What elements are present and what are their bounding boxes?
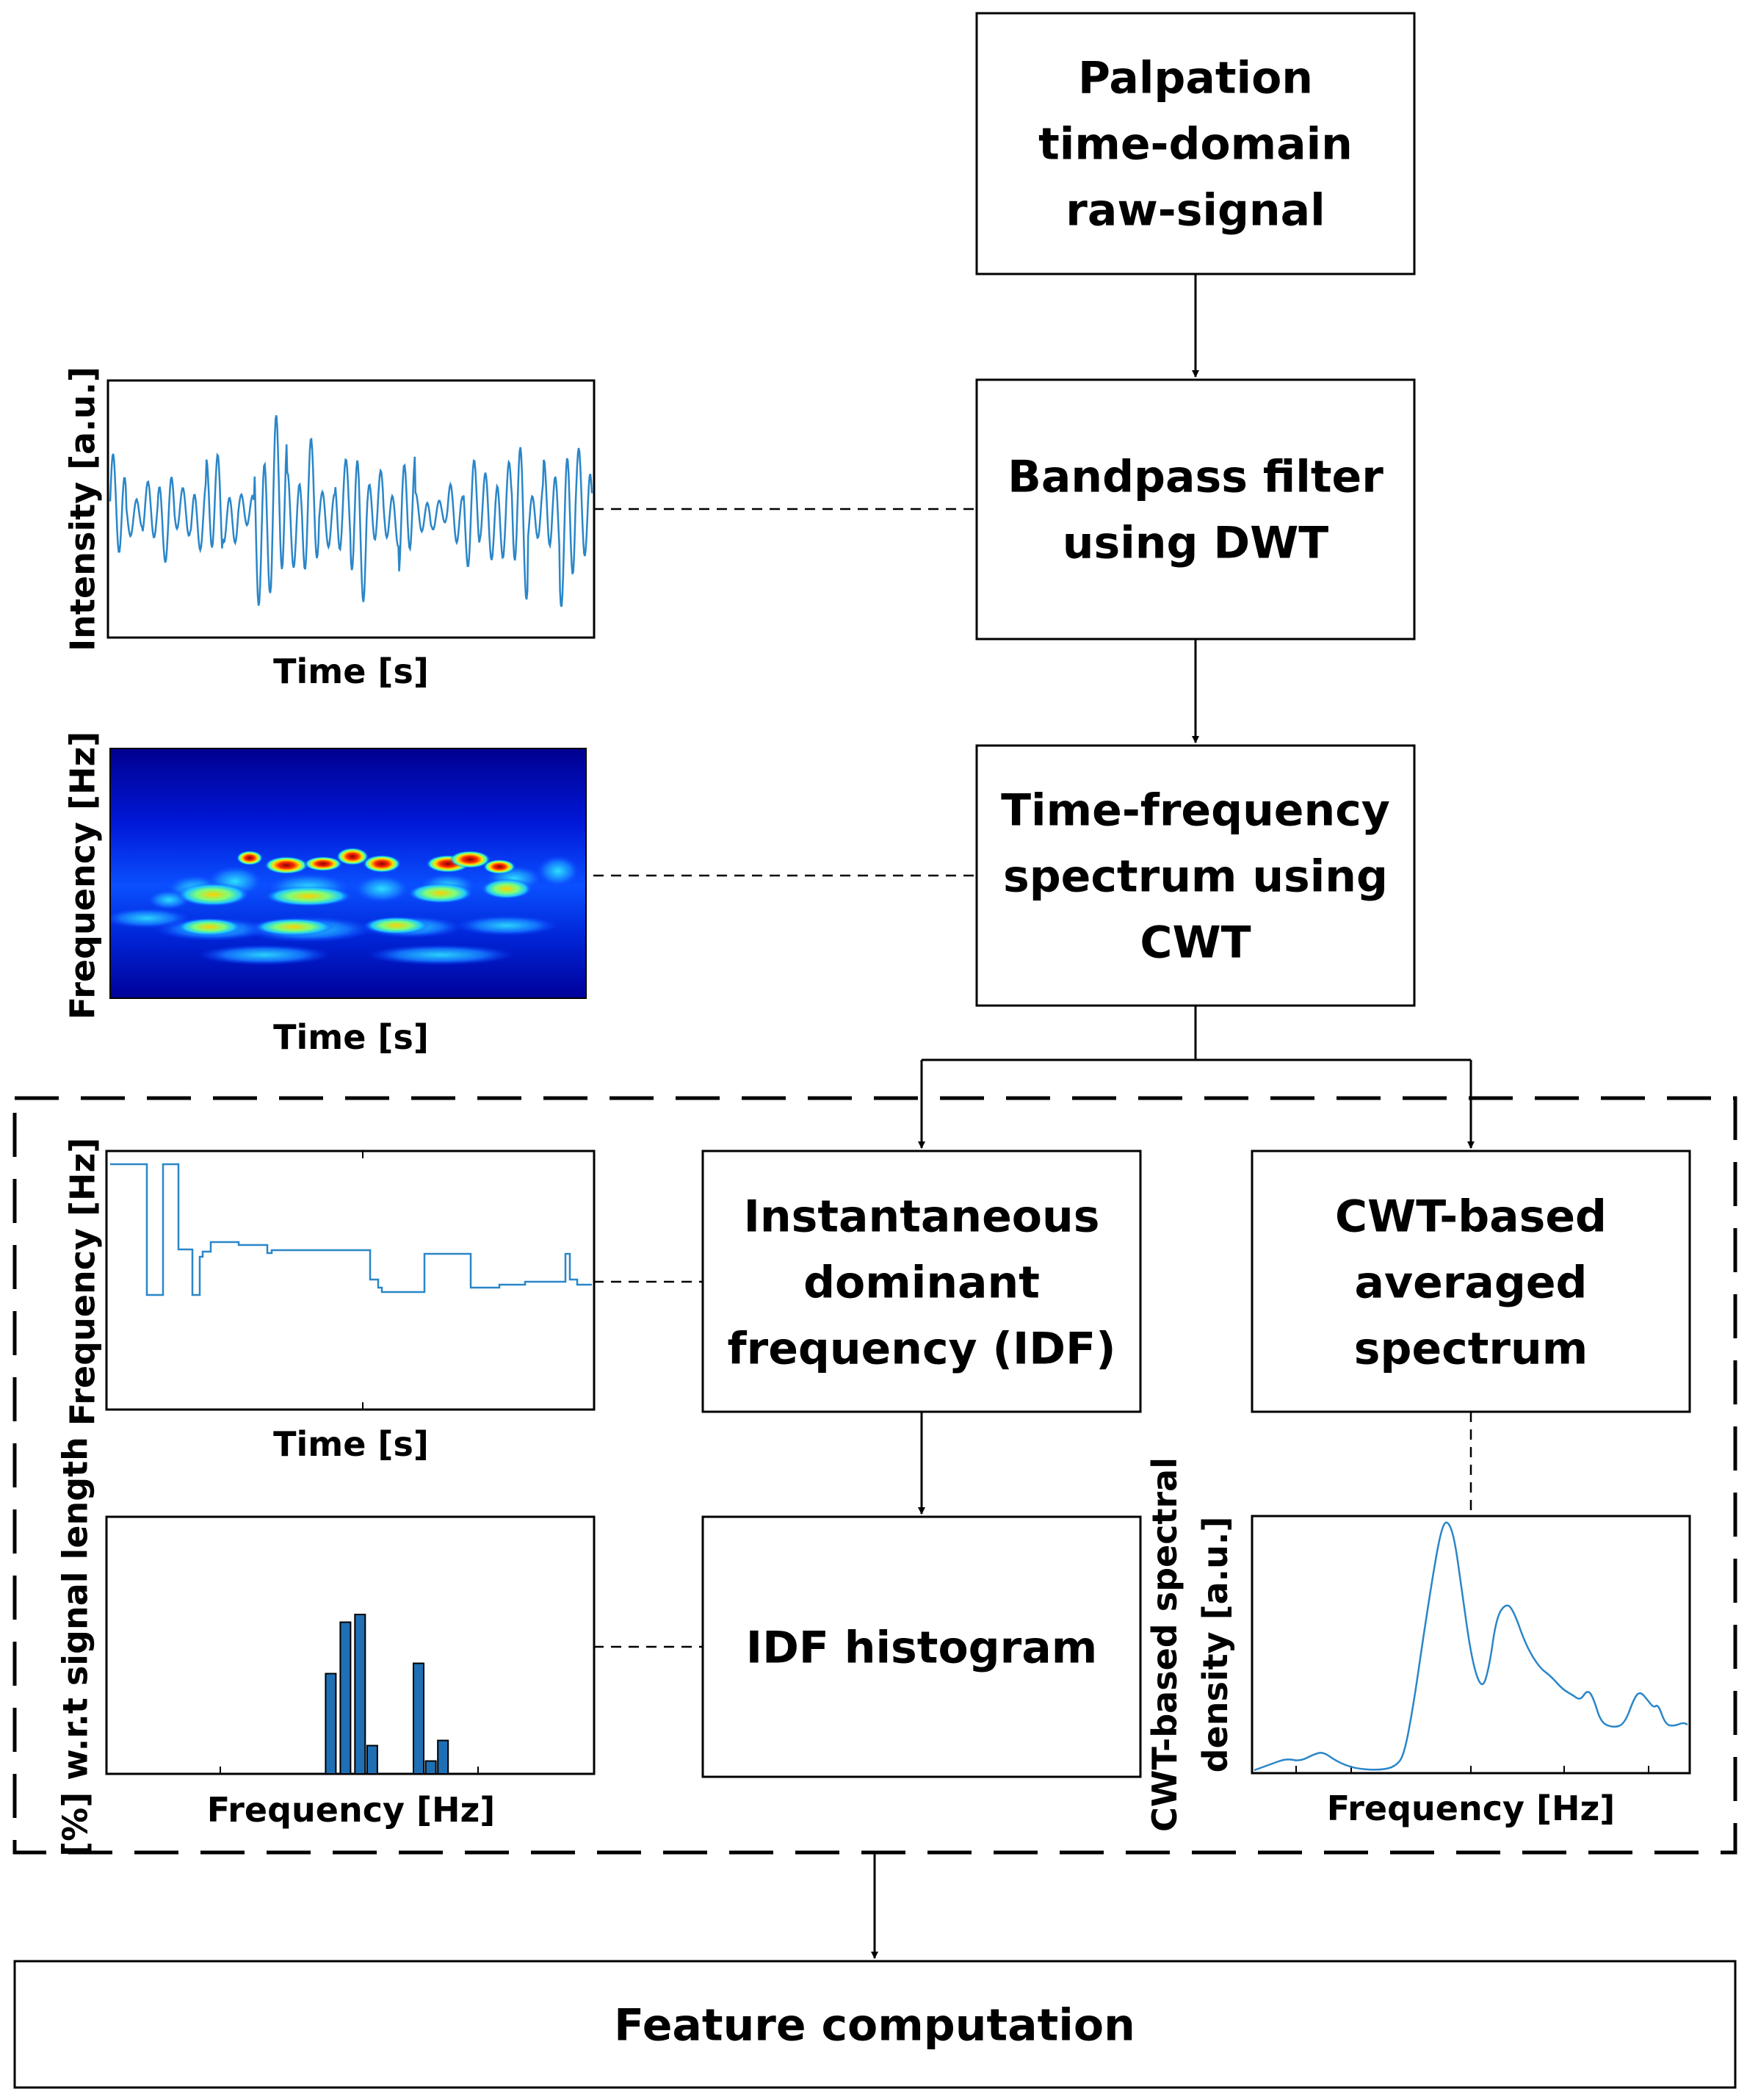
plot-scalogram: Time [s] Frequency [Hz]	[63, 732, 587, 1057]
histogram-bar	[339, 1621, 352, 1775]
label-line: Intensity [a.u.]	[63, 367, 103, 652]
label-line: Instantaneous	[744, 1191, 1100, 1243]
histogram-bar	[366, 1744, 378, 1775]
label-line: Frequency [Hz]	[63, 1138, 103, 1426]
box-raw-signal: Palpation time-domain raw-signal	[975, 12, 1416, 275]
spectrum-xlabel: Frequency [Hz]	[1327, 1789, 1616, 1828]
signal-trace	[109, 415, 593, 607]
histogram-ylabel: [%] w.r.t signal length	[56, 1437, 95, 1857]
plot-idf-histogram: Frequency [Hz] [%] w.r.t signal length	[56, 1437, 596, 1857]
histogram-bar	[424, 1760, 437, 1775]
box-idf-label: Instantaneous dominant frequency (IDF)	[728, 1191, 1116, 1375]
label-line: IDF histogram	[746, 1623, 1097, 1674]
histogram-bar	[413, 1662, 424, 1775]
label-line: CWT	[1140, 917, 1251, 969]
label-line: Time-frequency	[1001, 785, 1390, 837]
label-line: density [a.u.]	[1196, 1517, 1235, 1773]
label-line: time-domain	[1038, 119, 1353, 170]
label-line: frequency (IDF)	[728, 1324, 1116, 1375]
label-line: [%] w.r.t signal length	[56, 1437, 95, 1857]
histogram-bar	[325, 1673, 337, 1775]
box-idf-histogram-label: IDF histogram	[746, 1623, 1097, 1674]
label-line: Feature computation	[614, 2000, 1135, 2052]
label-line: CWT-based spectral	[1145, 1457, 1184, 1832]
idf-trace	[110, 1163, 592, 1296]
spectrum-trace	[1254, 1521, 1688, 1772]
box-idf-histogram: IDF histogram	[701, 1515, 1142, 1778]
box-averaged-spectrum-label: CWT-based averaged spectrum	[1335, 1191, 1607, 1375]
plot-idf-trace: Time [s] Frequency [Hz]	[63, 1138, 596, 1464]
label-line: Palpation	[1078, 53, 1313, 104]
scalogram-xlabel: Time [s]	[273, 1017, 429, 1057]
plot-filtered-signal: Time [s] Intensity [a.u.]	[63, 367, 596, 691]
label-line: spectrum using	[1003, 851, 1388, 903]
label-line: using DWT	[1063, 518, 1329, 569]
signal-xlabel: Time [s]	[273, 652, 429, 691]
box-raw-signal-label: Palpation time-domain raw-signal	[1038, 53, 1353, 237]
histogram-xlabel: Frequency [Hz]	[207, 1790, 496, 1830]
scalogram-ylabel: Frequency [Hz]	[63, 732, 103, 1020]
label-line: CWT-based	[1335, 1191, 1607, 1243]
label-line: spectrum	[1354, 1324, 1588, 1375]
label-line: dominant	[803, 1258, 1040, 1309]
label-line: raw-signal	[1066, 185, 1325, 237]
box-averaged-spectrum: CWT-based averaged spectrum	[1251, 1150, 1691, 1413]
spectrum-ylabel: CWT-based spectral density [a.u.]	[1145, 1457, 1235, 1832]
idf-ylabel: Frequency [Hz]	[63, 1138, 103, 1426]
connectors	[871, 274, 1475, 1959]
histogram-bars	[325, 1614, 449, 1775]
histogram-bar	[437, 1739, 449, 1775]
signal-ylabel: Intensity [a.u.]	[63, 367, 103, 652]
label-line: Bandpass filter	[1008, 452, 1384, 503]
box-feature-computation-label: Feature computation	[614, 2000, 1135, 2052]
box-idf: Instantaneous dominant frequency (IDF)	[701, 1150, 1142, 1413]
idf-xlabel: Time [s]	[273, 1424, 429, 1464]
box-feature-computation: Feature computation	[13, 1960, 1737, 2089]
label-line: averaged	[1355, 1258, 1588, 1309]
histogram-bar	[354, 1614, 366, 1775]
label-line: Frequency [Hz]	[63, 732, 103, 1020]
plot-averaged-spectrum: Frequency [Hz] CWT-based spectral density…	[1145, 1457, 1691, 1832]
box-bandpass-filter: Bandpass filter using DWT	[975, 378, 1416, 641]
scalogram-energy	[110, 848, 580, 965]
box-bandpass-filter-label: Bandpass filter using DWT	[1008, 452, 1384, 569]
dashed-links	[593, 508, 1472, 1648]
